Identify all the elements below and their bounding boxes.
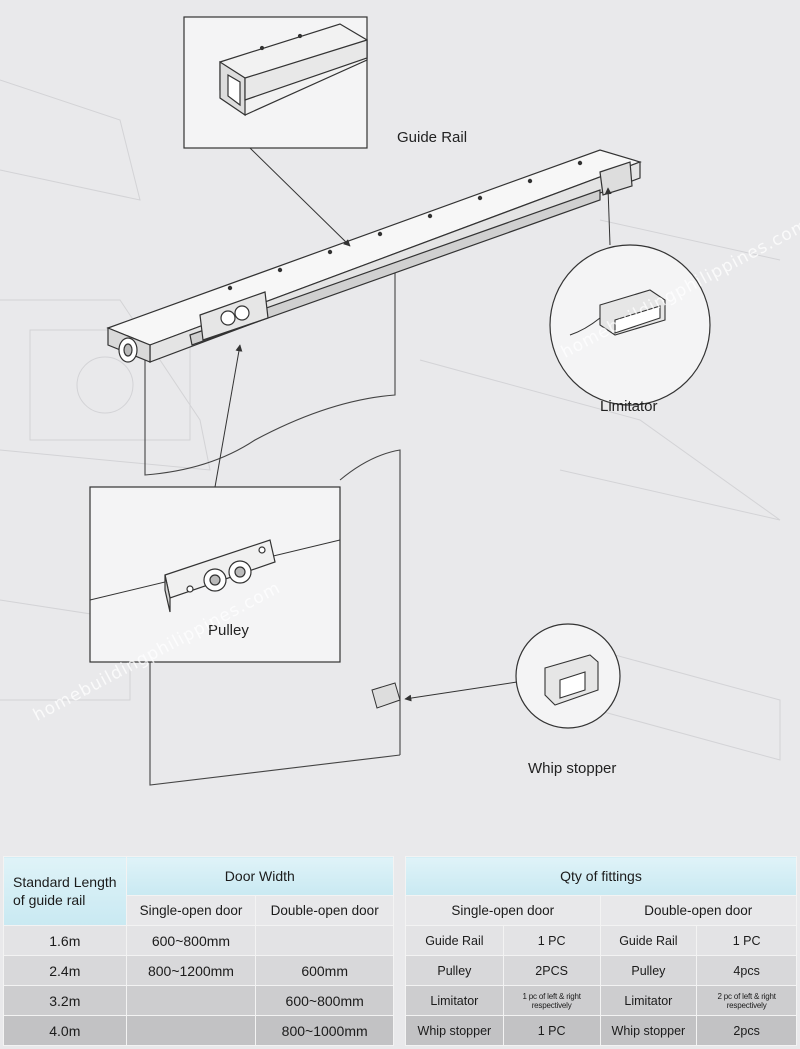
double-width-cell: 800~1000mm: [255, 1015, 394, 1046]
pulley-label: Pulley: [208, 622, 249, 639]
table-row: 2.4m 800~1200mm 600mm: [3, 955, 394, 986]
table-row: Pulley 2PCS Pulley 4pcs: [405, 955, 797, 986]
guide-rail-label: Guide Rail: [397, 129, 468, 146]
table-row: 4.0m 800~1000mm: [3, 1015, 394, 1046]
fitting-item-cell: Whip stopper: [405, 1015, 504, 1046]
single-open-door-header: Single-open door: [125, 895, 257, 926]
double-qty-cell: 2 pc of left & right respectively: [696, 985, 797, 1016]
double-width-cell: [255, 925, 394, 956]
fitting-item-cell: Limitator: [599, 985, 698, 1016]
single-width-cell: [125, 985, 257, 1016]
whip-stopper-callout-detail: [544, 654, 599, 706]
limitator-callout-detail: [569, 289, 666, 336]
single-width-cell: 800~1200mm: [125, 955, 257, 986]
fitting-item-cell: Pulley: [599, 955, 698, 986]
hardware-diagram: [0, 16, 781, 786]
guide-rail-drawing: [106, 149, 642, 363]
pulley-inset-detail: [89, 539, 341, 613]
length-cell: 2.4m: [3, 955, 127, 986]
table-row: Whip stopper 1 PC Whip stopper 2pcs: [405, 1015, 797, 1046]
single-width-cell: 600~800mm: [125, 925, 257, 956]
single-qty-cell: 1 PC: [502, 1015, 601, 1046]
double-qty-cell: 2pcs: [696, 1015, 797, 1046]
double-qty-cell: 4pcs: [696, 955, 797, 986]
background-ghost-drawing: [0, 79, 781, 761]
double-open-door-header: Double-open door: [255, 895, 394, 926]
fitting-item-cell: Limitator: [405, 985, 504, 1016]
fittings-single-open-header: Single-open door: [405, 895, 601, 926]
single-width-cell: [125, 1015, 257, 1046]
fittings-double-open-header: Double-open door: [599, 895, 797, 926]
fittings-quantity-table: Qty of fittings Single-open door Double-…: [405, 856, 797, 1046]
leader-lines: [214, 147, 612, 702]
table-row: Guide Rail 1 PC Guide Rail 1 PC: [405, 925, 797, 956]
whip-stopper-drawing: [371, 682, 401, 709]
double-qty-cell: 1 PC: [696, 925, 797, 956]
length-cell: 3.2m: [3, 985, 127, 1016]
guide-rail-length-table: Standard Length of guide rail Door Width…: [3, 856, 395, 1046]
limitator-label: Limitator: [600, 398, 658, 415]
fitting-item-cell: Guide Rail: [405, 925, 504, 956]
whip-stopper-label: Whip stopper: [528, 760, 617, 777]
door-width-header: Door Width: [125, 856, 395, 896]
qty-of-fittings-header: Qty of fittings: [405, 856, 797, 896]
fitting-item-cell: Guide Rail: [599, 925, 698, 956]
table-row: 3.2m 600~800mm: [3, 985, 394, 1016]
table-row: Limitator 1 pc of left & right respectiv…: [405, 985, 797, 1016]
length-cell: 4.0m: [3, 1015, 127, 1046]
double-width-cell: 600mm: [255, 955, 394, 986]
length-cell: 1.6m: [3, 925, 127, 956]
double-width-cell: 600~800mm: [255, 985, 394, 1016]
single-qty-cell: 2PCS: [502, 955, 601, 986]
guide-rail-inset-detail: [219, 23, 368, 117]
standard-length-header-line2: of guide rail: [13, 892, 86, 908]
single-qty-cell: 1 pc of left & right respectively: [502, 985, 601, 1016]
standard-length-header: Standard Length of guide rail: [3, 856, 127, 926]
single-qty-cell: 1 PC: [502, 925, 601, 956]
fitting-item-cell: Whip stopper: [599, 1015, 698, 1046]
standard-length-header-line1: Standard Length: [13, 874, 117, 890]
table-row: 1.6m 600~800mm: [3, 925, 394, 956]
fitting-item-cell: Pulley: [405, 955, 504, 986]
